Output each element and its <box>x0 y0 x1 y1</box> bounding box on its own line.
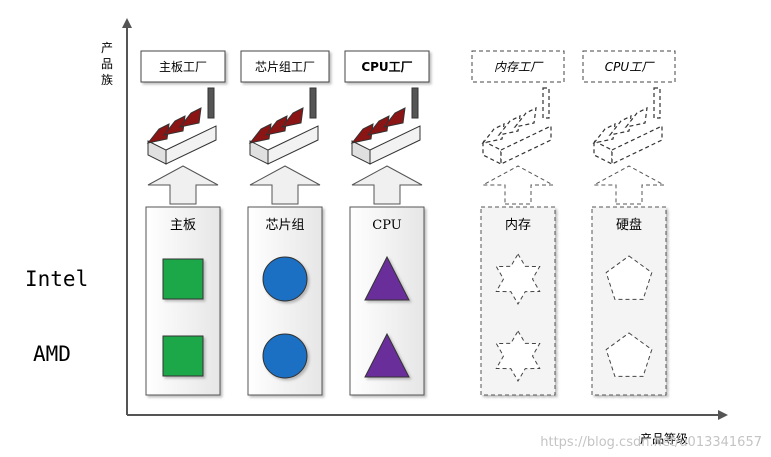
row-label-amd: AMD <box>33 342 71 366</box>
factory-roof <box>350 123 374 144</box>
y-axis-label-char-3: 族 <box>101 73 113 87</box>
factory-icon <box>146 87 217 165</box>
intel-芯片组-circle <box>262 256 308 302</box>
up-arrow <box>147 165 219 205</box>
intel-硬盘-pentagon <box>605 255 653 300</box>
factory-label-box <box>140 50 226 83</box>
product-label: 芯片组 <box>265 218 304 233</box>
factory-base-front <box>147 140 167 165</box>
amd-硬盘-pentagon <box>605 332 653 377</box>
factory-roof <box>280 107 304 128</box>
factory-roof <box>146 123 170 144</box>
factory-label-box <box>471 50 565 83</box>
factory-label: 芯片组工厂 <box>255 60 315 74</box>
factory-roof <box>178 107 202 128</box>
product-label: 内存 <box>505 217 531 233</box>
factory-base-side <box>267 125 319 165</box>
factory-icon <box>248 87 319 165</box>
factory-base-front <box>482 140 502 165</box>
factory-label-box <box>582 50 676 83</box>
factory-base-front <box>593 140 613 165</box>
factory-roof <box>481 122 505 144</box>
intel-主板-square <box>162 258 204 300</box>
intel-CPU-triangle <box>364 255 410 301</box>
y-axis-label-char-2: 品 <box>101 57 113 71</box>
factory-chimney <box>411 87 419 119</box>
factory-roof <box>162 115 186 136</box>
up-arrow <box>351 165 423 205</box>
row-label-intel: Intel <box>25 267 88 291</box>
factory-base-front <box>351 140 371 165</box>
factory-roof <box>513 106 537 128</box>
factory-roof <box>592 122 616 144</box>
y-axis-label-char-1: 产 <box>101 41 113 55</box>
factory-label: 内存工厂 <box>494 60 544 74</box>
factory-icon <box>350 87 421 165</box>
factory-chimney <box>653 87 661 119</box>
factory-icon <box>481 87 552 165</box>
factory-base-side <box>165 125 217 165</box>
factory-chimney <box>207 87 215 119</box>
product-label: 主板 <box>170 218 196 233</box>
factory-chimney <box>542 87 550 119</box>
factory-icon <box>592 87 663 165</box>
amd-内存-hexagram <box>495 330 541 382</box>
factory-base-front <box>249 140 269 165</box>
amd-芯片组-circle <box>262 333 308 379</box>
factory-label: CPU工厂 <box>361 60 412 74</box>
up-arrow <box>593 165 665 205</box>
factory-roof <box>248 123 272 144</box>
factory-roof <box>497 114 521 136</box>
amd-主板-square <box>162 335 204 377</box>
intel-内存-hexagram <box>495 253 541 305</box>
up-arrow <box>482 165 554 205</box>
factory-base-side <box>369 125 421 165</box>
factory-label-box <box>240 50 330 83</box>
product-column-3: CPU工厂 CPU <box>344 50 430 396</box>
factory-roof <box>366 115 390 136</box>
amd-CPU-triangle <box>364 332 410 378</box>
factory-chimney <box>309 87 317 119</box>
factory-roof <box>608 114 632 136</box>
factory-base-side <box>500 125 552 165</box>
product-label: 硬盘 <box>616 217 642 233</box>
factory-roof <box>382 107 406 128</box>
factory-roof <box>264 115 288 136</box>
factory-base-side <box>611 125 663 165</box>
product-label: CPU <box>372 218 401 233</box>
x-axis-label: 产品等级 <box>640 432 688 446</box>
factory-roof <box>624 106 648 128</box>
factory-label: 主板工厂 <box>159 60 207 74</box>
factory-label: CPU工厂 <box>605 60 655 74</box>
up-arrow <box>249 165 321 205</box>
watermark: https://blog.csdn.net/u013341657 <box>540 435 762 450</box>
factory-label-box <box>344 50 430 83</box>
